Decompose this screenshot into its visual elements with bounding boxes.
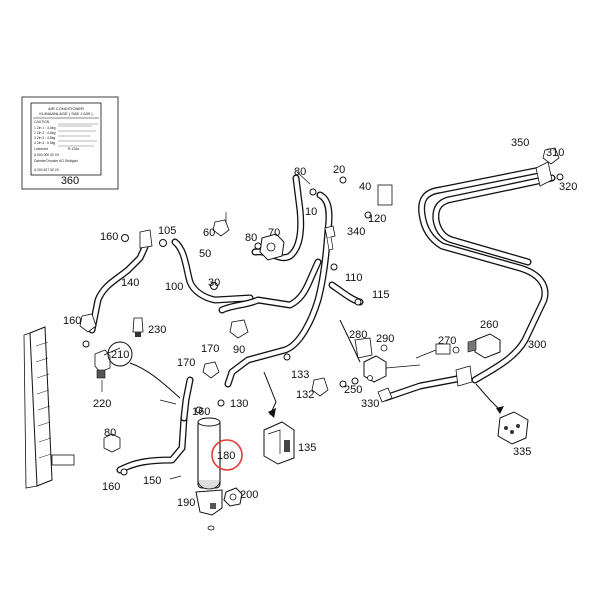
callout-50: 50 — [199, 248, 211, 260]
callout-280: 280 — [349, 329, 367, 341]
plate-line: CAUTION — [34, 120, 50, 124]
callout-30: 30 — [208, 277, 220, 289]
callout-230: 230 — [148, 324, 166, 336]
plate-line: 2 2ln 2 : 4-6kg — [34, 131, 56, 135]
label-plate: AIR CONDITIONER KLIMAANLAGE ( SAE J 639 … — [21, 96, 119, 190]
callout-160: 160 — [100, 231, 118, 243]
callout-70: 70 — [268, 227, 280, 239]
callout-80: 80 — [245, 232, 257, 244]
callout-220: 220 — [93, 398, 111, 410]
callout-250: 250 — [344, 384, 362, 396]
callout-170: 170 — [177, 357, 195, 369]
plate-line: A 000 817 50 20 — [34, 168, 59, 172]
callout-60: 60 — [203, 227, 215, 239]
callout-circle-210 — [107, 341, 133, 367]
callout-115: 115 — [372, 289, 390, 301]
callout-160: 160 — [192, 406, 210, 418]
plate-title-2: KLIMAANLAGE ( SAE J 639 ) — [39, 111, 93, 116]
callout-80: 80 — [104, 427, 116, 439]
plate-line: A 000 000 00 00 — [34, 153, 59, 157]
callout-110: 110 — [345, 272, 363, 284]
callout-80: 80 — [294, 166, 306, 178]
callout-210: 210 — [111, 349, 129, 361]
callout-330: 330 — [361, 398, 379, 410]
callout-200: 200 — [240, 489, 258, 501]
callout-180: 180 — [217, 450, 235, 462]
plate-line: 1 2ln 1 : 3-5kg — [34, 126, 56, 130]
callout-132: 132 — [296, 389, 314, 401]
callout-20: 20 — [333, 164, 345, 176]
callout-105: 105 — [158, 225, 176, 237]
plate-title-1: AIR CONDITIONER — [48, 106, 84, 111]
callout-310: 310 — [546, 147, 564, 159]
callout-260: 260 — [480, 319, 498, 331]
callout-290: 290 — [376, 333, 394, 345]
callout-10: 10 — [305, 206, 317, 218]
callout-190: 190 — [177, 497, 195, 509]
plate-line: R-134a — [68, 147, 79, 151]
callout-160: 160 — [63, 315, 81, 327]
callout-40: 40 — [359, 181, 371, 193]
plate-line: 4 2ln 4 : 5.5kg — [34, 141, 55, 145]
callout-90: 90 — [233, 344, 245, 356]
plate-line: Lubricant — [34, 147, 48, 151]
callout-340: 340 — [347, 226, 365, 238]
components — [79, 147, 564, 531]
callout-labels: 10 20 30 40 50 60 70 80 80 80 90 100 105… — [63, 137, 577, 509]
callout-300: 300 — [528, 339, 546, 351]
plate-line: 3 2ln 3 : 4.5kg — [34, 136, 55, 140]
callout-140: 140 — [121, 277, 139, 289]
callout-360: 360 — [61, 175, 79, 187]
callout-100: 100 — [165, 281, 183, 293]
callout-270: 270 — [438, 335, 456, 347]
callout-170: 170 — [201, 343, 219, 355]
callout-150: 150 — [143, 475, 161, 487]
callout-135: 135 — [298, 442, 316, 454]
callout-335: 335 — [513, 446, 531, 458]
callout-350: 350 — [511, 137, 529, 149]
callout-320: 320 — [559, 181, 577, 193]
plate-line: DaimlerChrysler AG Stuttgart — [34, 159, 78, 163]
callout-160: 160 — [102, 481, 120, 493]
callout-120: 120 — [368, 213, 386, 225]
callout-133: 133 — [291, 369, 309, 381]
callout-130: 130 — [230, 398, 248, 410]
leader-lines — [101, 171, 504, 480]
condenser — [23, 326, 75, 489]
highlight-circle — [211, 439, 243, 471]
